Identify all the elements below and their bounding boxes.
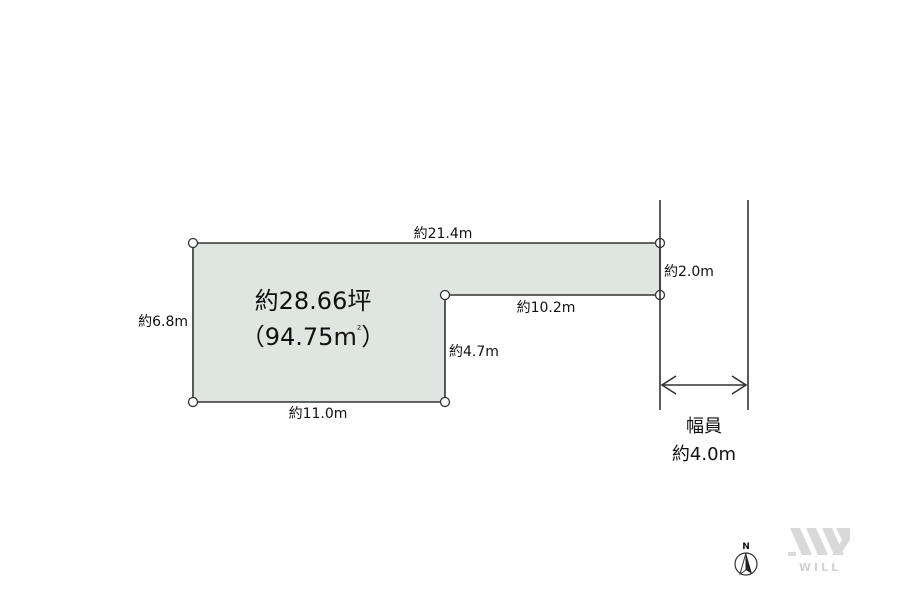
- corner-marker: [187, 237, 199, 249]
- corner-marker: [187, 396, 199, 408]
- road-width-label: 約4.0m: [672, 444, 736, 465]
- road-width-arrow: [660, 375, 748, 395]
- dim-right-short-label: 約2.0m: [664, 264, 714, 280]
- road-label: 幅員: [686, 416, 722, 437]
- north-arrow-icon: N: [734, 542, 758, 576]
- dim-bottom-label: 約11.0m: [289, 406, 348, 422]
- compass-letter: N: [742, 542, 750, 552]
- dim-inner-vertical-label: 約4.7m: [449, 344, 499, 360]
- corner-marker: [439, 289, 451, 301]
- area-tsubo-label: 約28.66坪: [255, 287, 372, 315]
- brand-name: WILL: [799, 561, 841, 574]
- dim-left-label: 約6.8m: [138, 314, 188, 330]
- area-sqm-sup: ²: [357, 323, 361, 336]
- area-sqm-close: ）: [361, 323, 385, 351]
- will-logo-icon: [788, 528, 850, 556]
- dim-inner-horizontal-label: 約10.2m: [517, 300, 576, 316]
- area-sqm-number: （94.75m: [241, 323, 357, 351]
- dim-top-label: 約21.4m: [414, 226, 473, 242]
- corner-marker: [439, 396, 451, 408]
- area-sqm-label: （94.75m²）: [241, 323, 386, 351]
